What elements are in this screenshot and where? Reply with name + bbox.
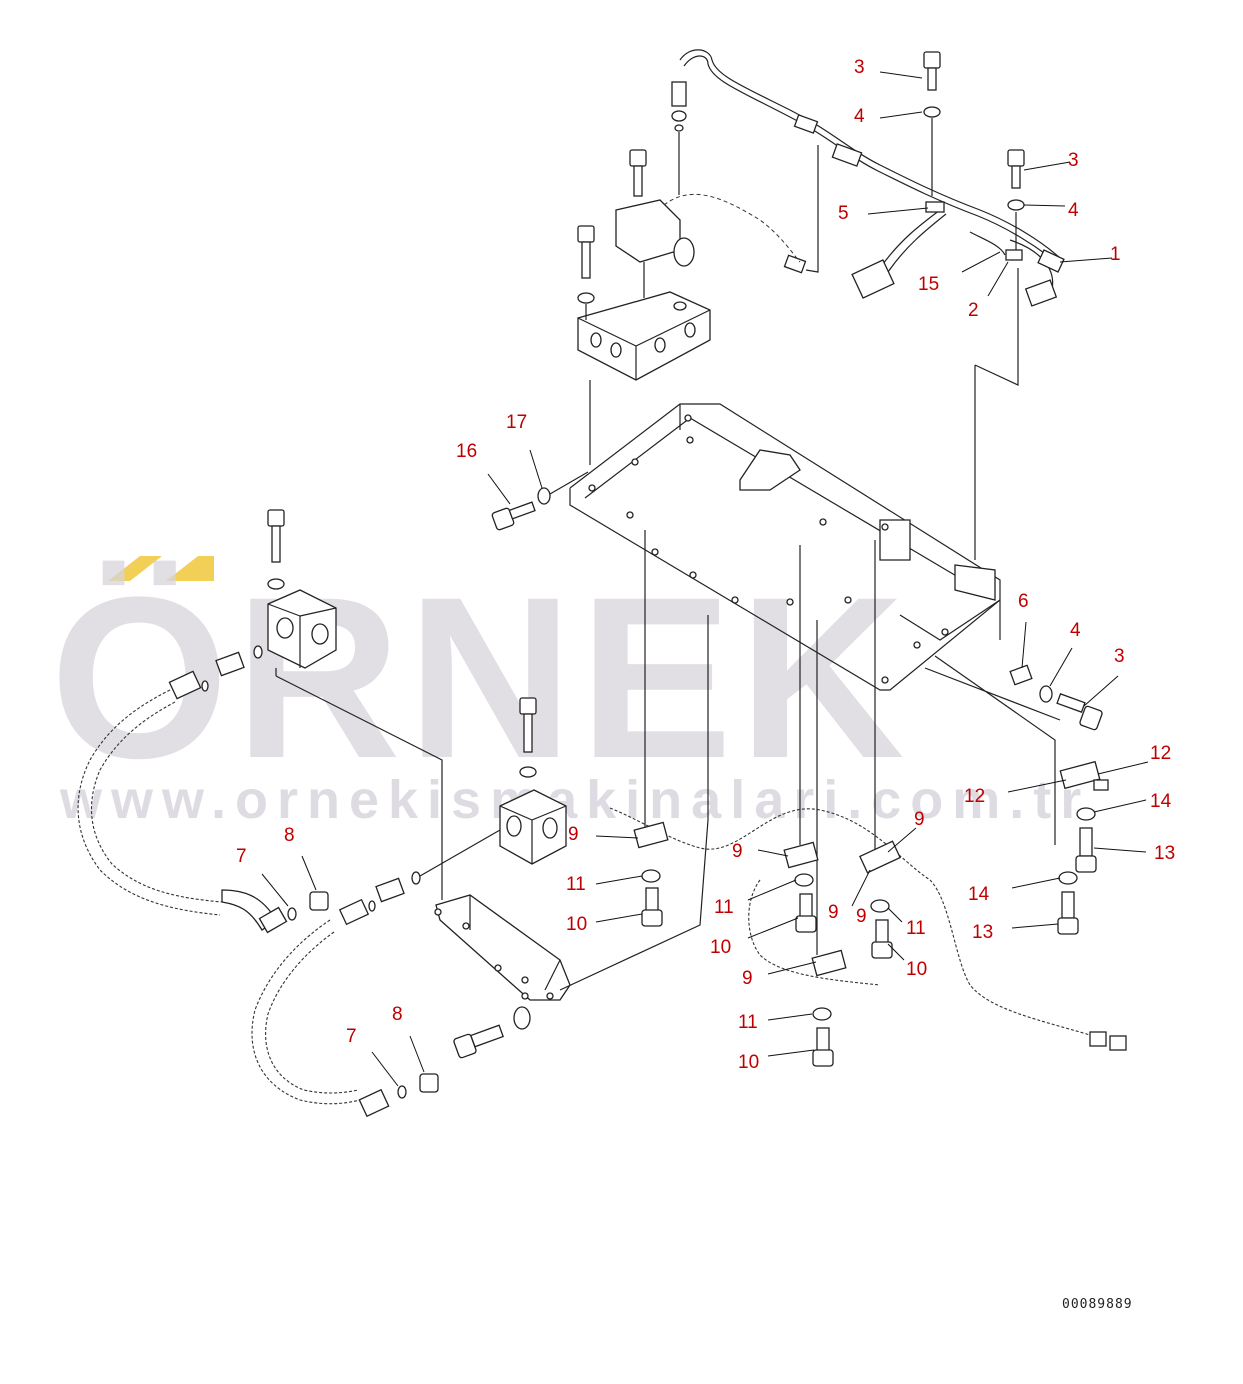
callout-4-right: 4 [1070, 620, 1081, 641]
callout-6: 6 [1018, 591, 1029, 612]
callout-14-lower: 14 [968, 884, 990, 905]
left-block-assembly [168, 509, 443, 900]
valve-block [577, 149, 711, 465]
callout-4-right-top: 4 [1068, 200, 1079, 221]
callouts: 1 2 3 3 3 4 4 4 5 6 7 7 8 8 9 9 9 9 9 9 … [236, 57, 1175, 1073]
callout-15: 15 [918, 274, 939, 295]
clamp-sets [609, 807, 1127, 1067]
callout-16: 16 [456, 441, 477, 462]
callout-10-d: 10 [738, 1052, 759, 1073]
watermark-accent-left [108, 556, 162, 581]
hose-upper-inner [90, 701, 223, 903]
callout-13-lower: 13 [972, 922, 993, 943]
callout-10-a: 10 [566, 914, 587, 935]
callout-9-a: 9 [568, 824, 579, 845]
callout-13-upper: 13 [1154, 843, 1175, 864]
lower-bracket [434, 819, 709, 1059]
watermark-accent-right [166, 556, 214, 581]
middle-block-assembly [338, 697, 567, 926]
watermark: ÖRNEK www.ornekismakinalari.com.tr [50, 549, 1090, 830]
callout-7-lower: 7 [346, 1026, 357, 1047]
callout-9-e: 9 [856, 906, 867, 927]
hose-lower [251, 919, 361, 1105]
callout-14-upper: 14 [1150, 791, 1172, 812]
bolt-16-assembly [491, 471, 589, 531]
callout-10-b: 10 [710, 937, 731, 958]
bolt-set-top [923, 51, 1025, 250]
callout-8-lower: 8 [392, 1004, 403, 1025]
callout-4-top: 4 [854, 106, 865, 127]
callout-3-right-top: 3 [1068, 150, 1079, 171]
hose-lower-inner [265, 931, 359, 1094]
watermark-site: www.ornekismakinalari.com.tr [59, 770, 1090, 830]
fittings-7-8 [287, 891, 439, 1099]
callout-5: 5 [838, 203, 849, 224]
callout-8-upper: 8 [284, 825, 295, 846]
callout-2: 2 [968, 300, 979, 321]
callout-9-c: 9 [914, 809, 925, 830]
leader-lines [261, 71, 1149, 1087]
callout-9-b: 9 [732, 841, 743, 862]
callout-3-right: 3 [1114, 646, 1125, 667]
callout-7-upper: 7 [236, 846, 247, 867]
callout-17: 17 [506, 412, 527, 433]
callout-1: 1 [1110, 244, 1121, 265]
callout-12-upper: 12 [1150, 743, 1171, 764]
callout-9-d: 9 [828, 902, 839, 923]
callout-11-a: 11 [566, 874, 586, 895]
wiring-harness [663, 49, 1065, 307]
callout-9-f: 9 [742, 968, 753, 989]
callout-11-d: 11 [738, 1012, 758, 1033]
callout-11-b: 11 [714, 897, 734, 918]
callout-10-c: 10 [906, 959, 927, 980]
callout-3-top: 3 [854, 57, 865, 78]
callout-12-lower: 12 [964, 786, 985, 807]
drawing-number: 00089889 [1062, 1297, 1133, 1312]
callout-11-c: 11 [906, 918, 926, 939]
mounting-frame [569, 268, 1061, 955]
hose-upper [77, 689, 221, 916]
